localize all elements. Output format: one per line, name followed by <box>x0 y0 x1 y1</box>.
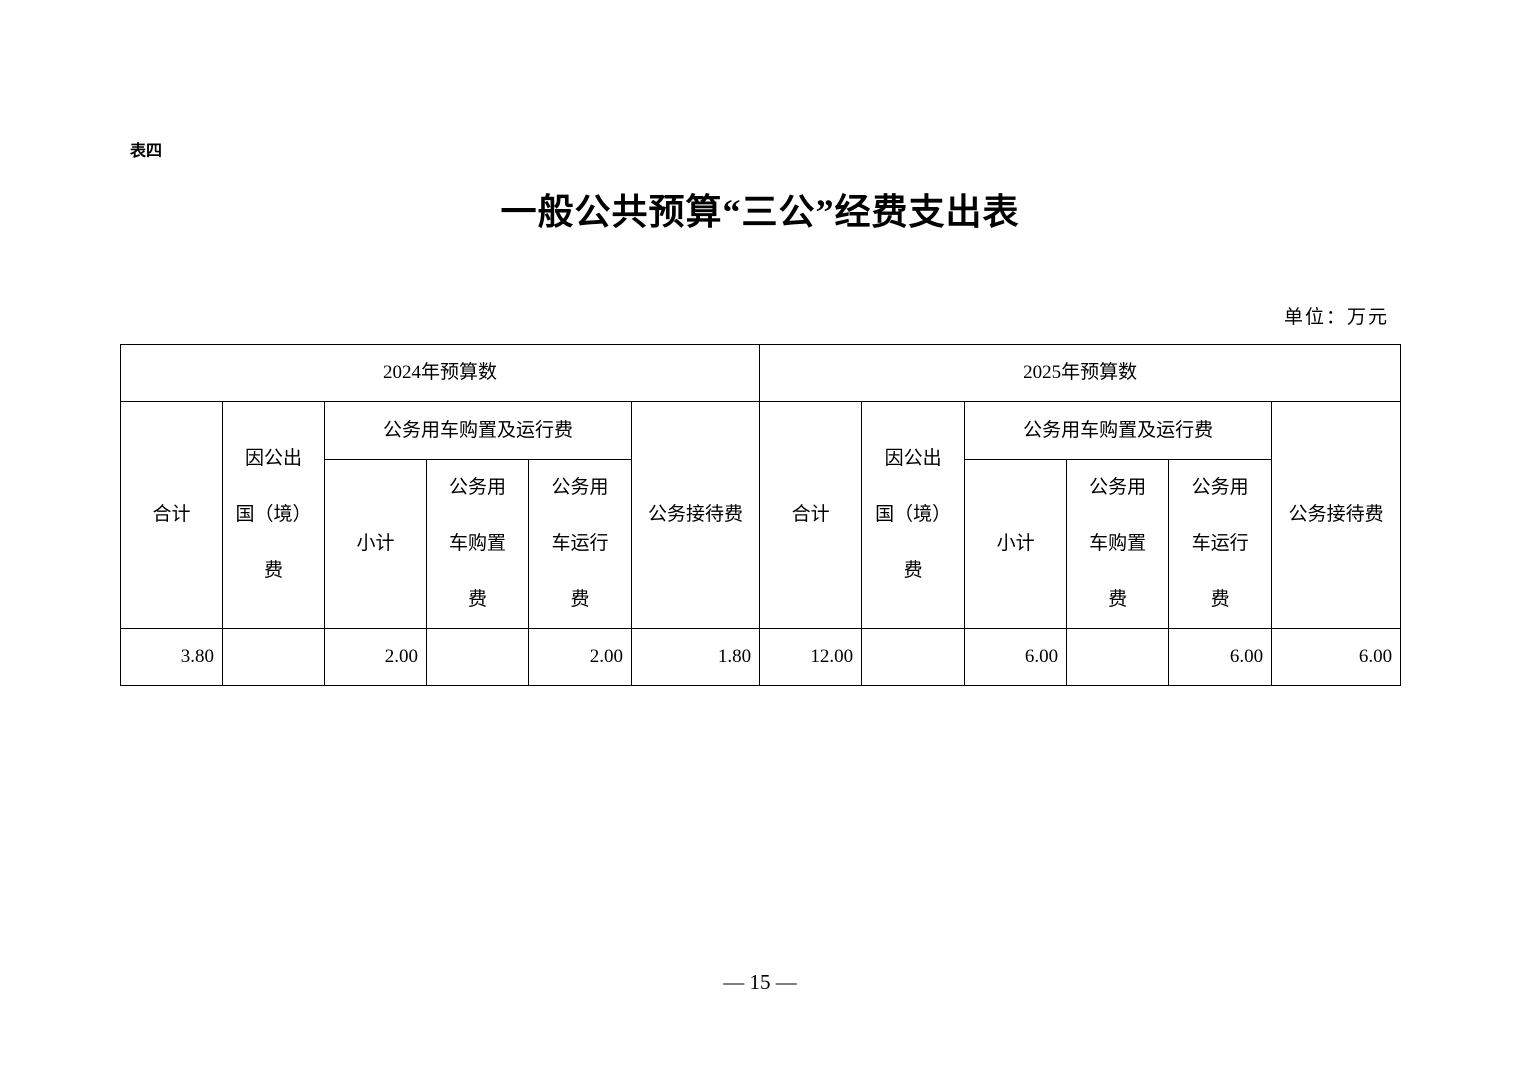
header-operation: 公务用车运行费 <box>1168 459 1273 629</box>
header-reception: 公务接待费 <box>630 401 761 629</box>
header-total: 合计 <box>759 401 863 629</box>
header-vehicle-group: 公务用车购置及运行费 <box>324 401 632 460</box>
header-purchase: 公务用车购置费 <box>426 459 529 629</box>
cell: 2.00 <box>324 628 427 686</box>
page-number: — 15 — <box>723 970 797 994</box>
header-operation: 公务用车运行费 <box>528 459 632 629</box>
header-abroad: 因公出国（境）费 <box>222 401 325 629</box>
cell: 6.00 <box>1271 628 1402 686</box>
header-abroad: 因公出国（境）费 <box>861 401 966 629</box>
header-purchase: 公务用车购置费 <box>1066 459 1170 629</box>
cell: 6.00 <box>1168 628 1273 686</box>
cell <box>1066 628 1170 686</box>
header-reception: 公务接待费 <box>1271 401 1402 629</box>
header-total: 合计 <box>120 401 223 629</box>
cell <box>861 628 966 686</box>
table-row: 3.80 2.00 2.00 1.80 12.00 6.00 6.00 6.00 <box>120 628 1402 686</box>
header-subtotal: 小计 <box>324 459 427 629</box>
cell: 2.00 <box>528 628 632 686</box>
budget-table: 2024年预算数 2025年预算数 合计 因公出国（境）费 公务用车购置及运行费… <box>119 344 1402 686</box>
cell: 1.80 <box>630 628 761 686</box>
unit-label: 单位：万元 <box>1284 307 1390 328</box>
cell: 12.00 <box>759 628 863 686</box>
year-header-2025: 2025年预算数 <box>759 344 1402 402</box>
cell <box>426 628 529 686</box>
cell: 6.00 <box>964 628 1068 686</box>
cell: 3.80 <box>120 628 223 686</box>
page-title: 一般公共预算“三公”经费支出表 <box>500 192 1020 232</box>
table-label: 表四 <box>130 143 163 160</box>
cell <box>222 628 325 686</box>
year-header-2024: 2024年预算数 <box>119 344 761 402</box>
header-vehicle-group: 公务用车购置及运行费 <box>964 401 1273 460</box>
header-subtotal: 小计 <box>964 459 1068 629</box>
